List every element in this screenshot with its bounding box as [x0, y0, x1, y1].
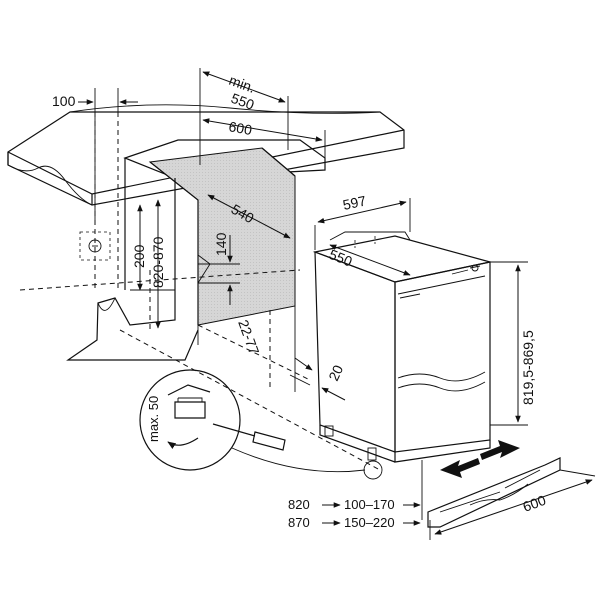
dim-140: 140	[197, 232, 240, 305]
height-table: 820 100–170 870 150–220	[288, 460, 423, 530]
floor-lines	[19, 269, 381, 471]
dim-550-min-label: 550	[229, 90, 257, 113]
dim-heights: 200 820-870	[130, 199, 175, 329]
dim-100-label: 100	[52, 93, 76, 109]
dim-600-label: 600	[227, 118, 253, 138]
table-row-2-a: 870	[288, 515, 310, 530]
dim-100: 100	[52, 88, 138, 290]
dim-550-label: 550	[327, 246, 355, 270]
table-row-1-a: 820	[288, 497, 310, 512]
dim-550: 550	[327, 244, 411, 276]
dim-819-869-label: 819,5-869,5	[520, 330, 536, 405]
dim-22-77-label: 22-77	[235, 318, 262, 357]
dim-140-label: 140	[213, 232, 229, 256]
dim-plinth-600-label: 600	[521, 492, 549, 515]
foot-detail: max. 50	[139, 369, 383, 480]
dim-200-label: 200	[131, 244, 147, 268]
plinth-panel: 600	[427, 457, 596, 540]
socket-icon	[79, 231, 111, 261]
dim-20: 20	[289, 357, 346, 401]
dim-597: 597	[314, 192, 411, 250]
table-row-2-b: 150–220	[344, 515, 395, 530]
dim-20-label: 20	[325, 362, 346, 383]
max-50-label: max. 50	[146, 396, 161, 442]
table-row-1-b: 100–170	[344, 497, 395, 512]
push-pull-arrows	[440, 440, 520, 478]
dim-appliance-height: 819,5-869,5	[490, 261, 536, 426]
dim-820-870-label: 820-870	[150, 236, 166, 288]
dim-597-label: 597	[341, 192, 367, 213]
